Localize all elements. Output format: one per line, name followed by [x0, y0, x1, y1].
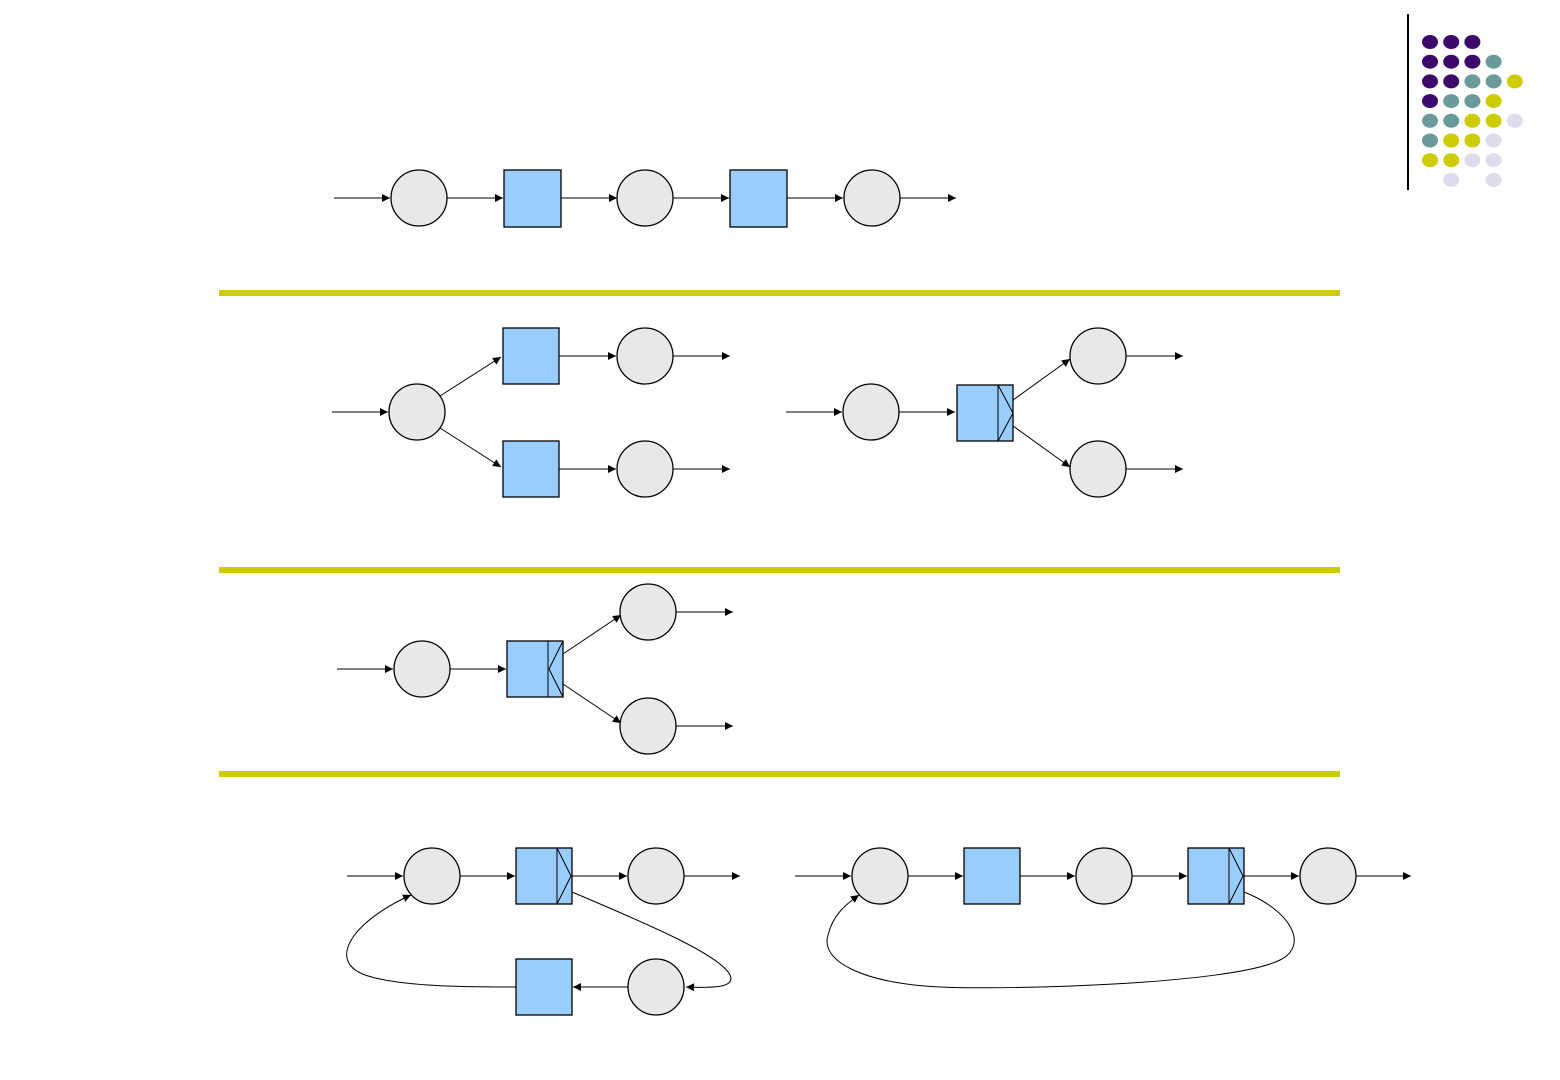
decor-dot: [1422, 94, 1438, 108]
decor-dot: [1464, 94, 1480, 108]
place: [844, 170, 900, 226]
decor-dot: [1464, 74, 1480, 88]
decor-dot: [1486, 74, 1502, 88]
arc: [563, 684, 621, 723]
place: [1070, 441, 1126, 497]
place: [1076, 848, 1132, 904]
decor-dot: [1464, 114, 1480, 128]
decor-dot: [1443, 35, 1459, 49]
decor-dot: [1422, 114, 1438, 128]
diagram-and-split: [786, 328, 1183, 497]
decor-dot: [1422, 153, 1438, 167]
decor-dot: [1486, 114, 1502, 128]
decor-dot: [1422, 74, 1438, 88]
place: [1070, 328, 1126, 384]
loop-back-arc: [827, 892, 1294, 988]
place: [617, 441, 673, 497]
place: [620, 698, 676, 754]
separator-3: [219, 771, 1340, 777]
decor-dot: [1443, 114, 1459, 128]
decor-dot: [1422, 55, 1438, 69]
decor-dot: [1443, 55, 1459, 69]
transition: [503, 328, 559, 384]
place: [852, 848, 908, 904]
decor-dot: [1443, 134, 1459, 148]
arc: [440, 428, 501, 467]
place: [394, 641, 450, 697]
place: [617, 328, 673, 384]
split-transition: [507, 641, 563, 697]
arc: [1013, 359, 1070, 400]
diagram-loop-long: [795, 848, 1411, 988]
decor-dot: [1486, 173, 1502, 187]
split-transition: [516, 848, 572, 904]
arc: [1013, 426, 1070, 467]
place: [628, 848, 684, 904]
separator-2: [219, 567, 1340, 573]
decor-dot: [1422, 35, 1438, 49]
diagram-loop-short: [347, 848, 740, 1015]
place: [1300, 848, 1356, 904]
decor-dot: [1464, 134, 1480, 148]
loop-back-arc: [347, 895, 516, 987]
decor-dot: [1464, 153, 1480, 167]
decor-dot: [1486, 94, 1502, 108]
arc: [440, 357, 501, 396]
decor-dot-grid: [1422, 35, 1523, 187]
decor-dot: [1443, 153, 1459, 167]
transition: [964, 848, 1020, 904]
decor-dot: [1443, 173, 1459, 187]
separator-1: [219, 290, 1340, 296]
place: [391, 170, 447, 226]
diagram-conflict: [332, 328, 730, 497]
place: [843, 384, 899, 440]
place: [620, 584, 676, 640]
decor-dot: [1422, 134, 1438, 148]
decor-dot: [1507, 74, 1523, 88]
transition: [504, 170, 561, 227]
decor-dot: [1486, 134, 1502, 148]
transition: [503, 441, 559, 497]
decor-dot: [1464, 55, 1480, 69]
transition: [730, 170, 787, 227]
decor-dot: [1464, 35, 1480, 49]
decor-dot: [1443, 74, 1459, 88]
split-transition: [957, 385, 1013, 441]
decor-dot: [1486, 55, 1502, 69]
arc: [563, 615, 621, 654]
transition: [516, 959, 572, 1015]
place: [628, 959, 684, 1015]
diagram-xor-split: [337, 584, 733, 754]
place: [617, 170, 673, 226]
place: [404, 848, 460, 904]
place: [389, 384, 445, 440]
split-transition: [1188, 848, 1244, 904]
decor-dot: [1443, 94, 1459, 108]
decor-dot: [1507, 114, 1523, 128]
decor-dot: [1486, 153, 1502, 167]
diagram-sequence: [334, 170, 956, 227]
